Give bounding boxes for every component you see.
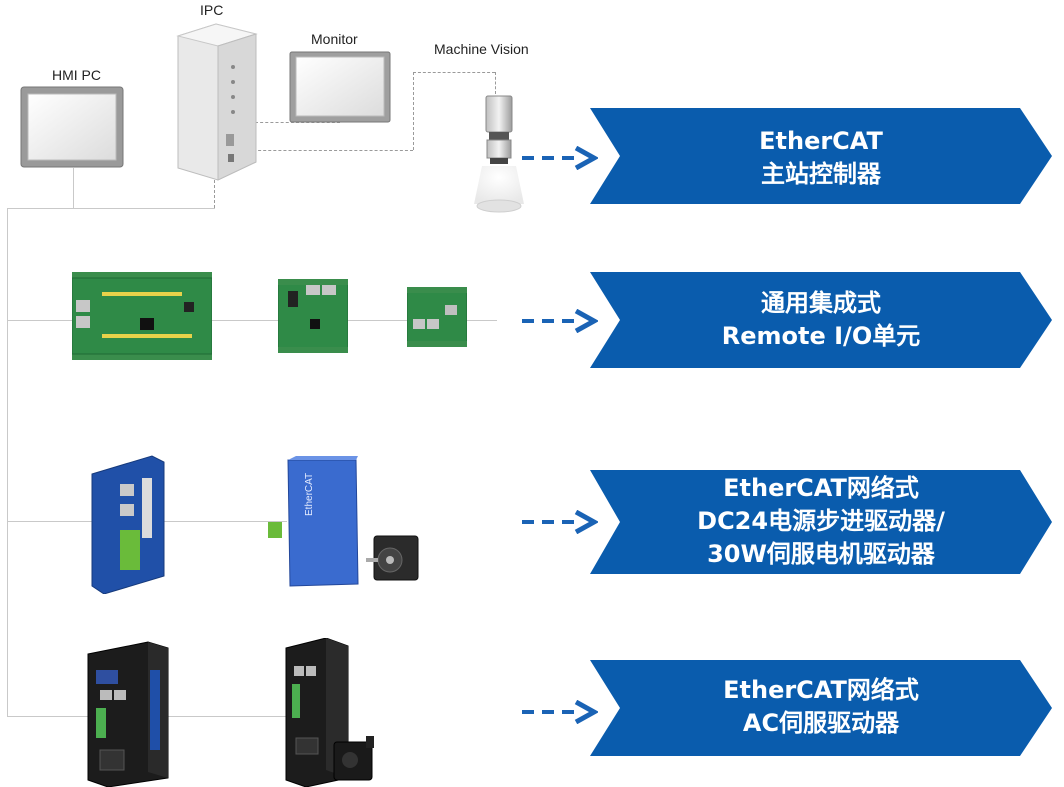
chevron-line: DC24电源步进驱动器/ bbox=[697, 507, 945, 535]
io-board-small bbox=[407, 287, 467, 347]
camera-image bbox=[474, 95, 524, 213]
vision-down-line bbox=[495, 72, 496, 94]
hmi-pc-label: HMI PC bbox=[52, 67, 101, 83]
chevron-line: EtherCAT bbox=[759, 127, 883, 155]
hmi-drop-line bbox=[73, 168, 74, 208]
category-chevron-remote-io: 通用集成式 Remote I/O单元 bbox=[590, 272, 1052, 368]
monitor-label: Monitor bbox=[311, 31, 358, 47]
chevron-line: 30W伺服电机驱动器 bbox=[707, 540, 935, 568]
vision-top-line bbox=[413, 72, 495, 73]
row2-line bbox=[7, 320, 497, 321]
arrow-2 bbox=[522, 309, 598, 333]
stepper-drive-blue bbox=[91, 455, 165, 594]
stepper-motor bbox=[366, 535, 419, 581]
monitor-image bbox=[289, 51, 391, 123]
chevron-line: EtherCAT网络式 bbox=[723, 676, 919, 704]
chevron-line: EtherCAT网络式 bbox=[723, 474, 919, 502]
chevron-line: Remote I/O单元 bbox=[721, 322, 921, 350]
servo-drive-box: EtherCAT bbox=[268, 456, 359, 587]
bus-vertical-line bbox=[7, 208, 8, 716]
bus-top-line bbox=[7, 208, 215, 209]
ethercat-logo-text: EtherCAT bbox=[304, 473, 315, 516]
category-chevron-stepper: EtherCAT网络式 DC24电源步进驱动器/ 30W伺服电机驱动器 bbox=[590, 470, 1052, 574]
arrow-3 bbox=[522, 510, 598, 534]
ipc-vision-line bbox=[248, 150, 413, 151]
chevron-line: AC伺服驱动器 bbox=[742, 709, 900, 737]
machine-vision-label: Machine Vision bbox=[434, 41, 529, 57]
category-chevron-ac-servo: EtherCAT网络式 AC伺服驱动器 bbox=[590, 660, 1052, 756]
arrow-4 bbox=[522, 700, 598, 724]
io-board-large bbox=[72, 272, 212, 360]
chevron-line: 主站控制器 bbox=[761, 160, 881, 188]
ipc-image bbox=[176, 23, 258, 181]
ipc-label: IPC bbox=[200, 2, 224, 18]
category-chevron-master: EtherCAT 主站控制器 bbox=[590, 108, 1052, 204]
ipc-drop-line bbox=[214, 180, 215, 208]
ac-servo-motor bbox=[333, 736, 374, 781]
chevron-line: 通用集成式 bbox=[761, 289, 881, 317]
ac-servo-drive-1 bbox=[87, 641, 169, 787]
io-board-medium bbox=[278, 279, 348, 353]
hmi-pc-image bbox=[20, 86, 124, 168]
arrow-1 bbox=[522, 146, 598, 170]
vision-vertical-line bbox=[413, 72, 414, 150]
